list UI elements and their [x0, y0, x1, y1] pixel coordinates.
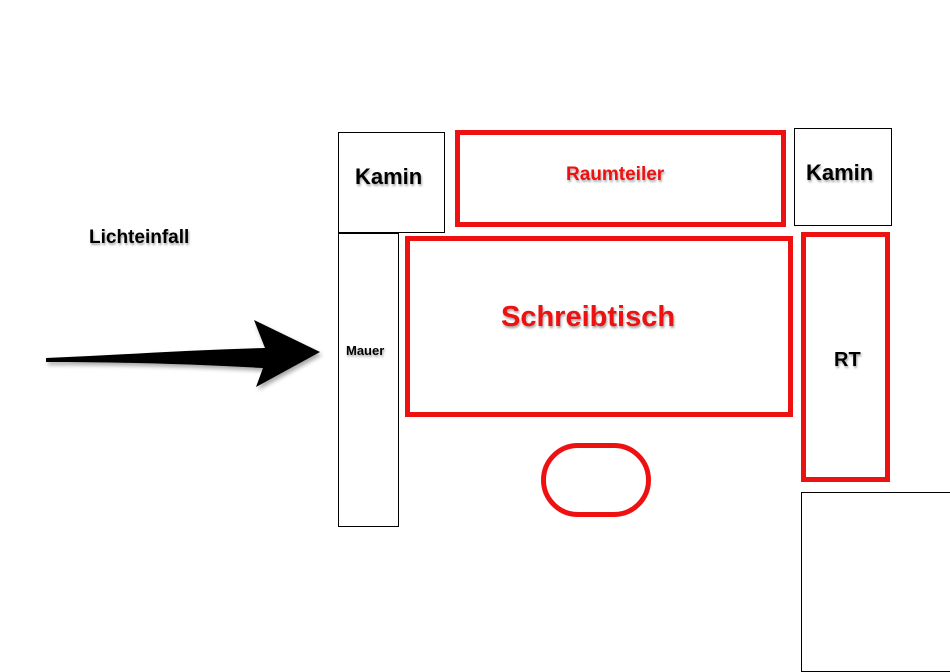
schreibtisch-box: [405, 236, 793, 417]
lower-right-box: [801, 492, 950, 672]
schreibtisch-label: Schreibtisch: [501, 301, 676, 333]
rt-box: [801, 232, 890, 482]
lichteinfall-label: Lichteinfall: [89, 227, 190, 248]
kamin-right-box: [794, 128, 892, 226]
raumteiler-label: Raumteiler: [566, 164, 665, 185]
kamin-right-label: Kamin: [806, 160, 874, 185]
mauer-label: Mauer: [346, 343, 385, 358]
mauer-box: [338, 233, 399, 527]
raumteiler-box: [455, 130, 786, 227]
kamin-left-label: Kamin: [355, 164, 423, 189]
arrow-right-icon: [46, 320, 320, 387]
kamin-left-box: [338, 132, 445, 233]
chair-shape: [541, 443, 651, 517]
rt-label: RT: [834, 349, 861, 371]
